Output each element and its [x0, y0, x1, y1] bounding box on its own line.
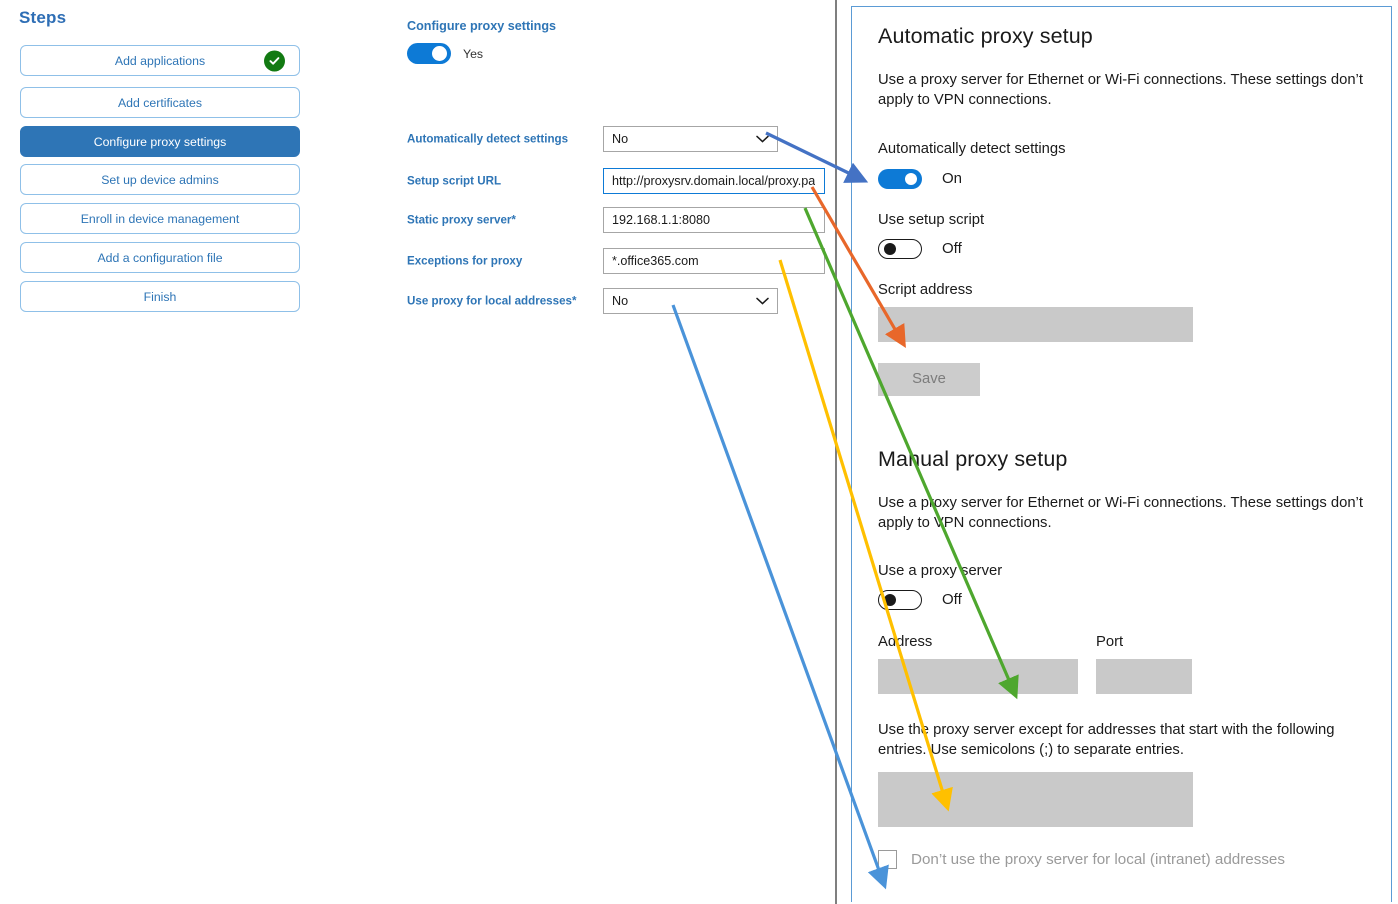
field-setup-script-url: Setup script URL http://proxysrv.domain.… [407, 168, 827, 194]
configure-proxy-toggle-row: Yes [407, 43, 483, 64]
static-proxy-server-input[interactable]: 192.168.1.1:8080 [603, 207, 825, 233]
address-input[interactable] [878, 658, 1078, 694]
script-address-input[interactable] [878, 306, 1193, 342]
chevron-down-icon [756, 297, 769, 305]
select-value: No [612, 132, 629, 146]
bypass-local-addresses-checkbox[interactable] [878, 849, 897, 869]
step-label: Configure proxy settings [93, 134, 227, 149]
use-setup-script-row: Off [878, 238, 1378, 259]
step-label: Add applications [114, 53, 206, 68]
script-address-label: Script address [878, 281, 973, 298]
automatically-detect-settings-select[interactable]: No [603, 126, 778, 152]
field-label: Exceptions for proxy [407, 254, 523, 268]
field-label: Static proxy server* [407, 213, 516, 227]
automatic-proxy-description: Use a proxy server for Ethernet or Wi-Fi… [878, 72, 1363, 108]
step-enroll-in-device-management[interactable]: Enroll in device management [20, 203, 300, 234]
proxy-settings-form: Configure proxy settings Yes Automatical… [334, 0, 834, 904]
address-port-row: Address Port [878, 634, 1378, 694]
use-setup-script-toggle[interactable] [878, 238, 922, 259]
step-set-up-device-admins[interactable]: Set up device admins [20, 164, 300, 195]
input-value: 192.168.1.1:8080 [612, 213, 711, 227]
step-finish[interactable]: Finish [20, 281, 300, 312]
use-a-proxy-server-label: Use a proxy server [878, 562, 1003, 579]
auto-detect-settings-row: On [878, 168, 1378, 189]
exceptions-for-proxy-input[interactable]: *.office365.com [603, 248, 825, 274]
windows-proxy-settings-panel: Automatic proxy setup Use a proxy server… [851, 6, 1392, 902]
field-automatically-detect-settings: Automatically detect settings No [407, 126, 827, 152]
automatic-proxy-setup-heading: Automatic proxy setup [878, 24, 1093, 48]
port-input[interactable] [1096, 658, 1192, 694]
step-label: Enroll in device management [80, 211, 240, 226]
use-a-proxy-server-toggle[interactable] [878, 589, 922, 610]
configure-proxy-toggle-label: Yes [463, 46, 484, 61]
step-add-a-configuration-file[interactable]: Add a configuration file [20, 242, 300, 273]
manual-proxy-setup-heading: Manual proxy setup [878, 446, 1068, 471]
select-value: No [612, 294, 629, 308]
panel-divider [835, 0, 837, 904]
use-a-proxy-server-row: Off [878, 589, 1378, 610]
field-label: Automatically detect settings [407, 132, 569, 146]
auto-detect-settings-toggle[interactable] [878, 168, 922, 189]
step-label: Add certificates [117, 95, 203, 110]
step-label: Finish [143, 289, 177, 304]
step-configure-proxy-settings[interactable]: Configure proxy settings [20, 126, 300, 157]
bypass-local-addresses-label: Don’t use the proxy server for local (in… [911, 850, 1285, 868]
steps-panel: Steps Add applications Add certificates … [0, 0, 334, 904]
exceptions-description: Use the proxy server except for addresse… [878, 721, 1335, 758]
use-proxy-for-local-addresses-select[interactable]: No [603, 288, 778, 314]
port-label: Port [1096, 633, 1124, 650]
use-setup-script-state: Off [942, 240, 962, 258]
setup-script-url-input[interactable]: http://proxysrv.domain.local/proxy.pa [603, 168, 825, 194]
step-add-certificates[interactable]: Add certificates [20, 87, 300, 118]
field-use-proxy-for-local-addresses: Use proxy for local addresses* No [407, 288, 827, 314]
exceptions-input[interactable] [878, 771, 1193, 827]
address-label: Address [878, 633, 933, 650]
configure-proxy-toggle[interactable] [407, 43, 451, 64]
bypass-local-addresses-row[interactable]: Don’t use the proxy server for local (in… [878, 849, 1378, 869]
input-value: http://proxysrv.domain.local/proxy.pa [612, 174, 816, 188]
step-add-applications[interactable]: Add applications [20, 45, 300, 76]
steps-title: Steps [19, 8, 67, 27]
auto-detect-settings-state: On [942, 170, 963, 188]
step-label: Add a configuration file [97, 250, 223, 265]
field-static-proxy-server: Static proxy server* 192.168.1.1:8080 [407, 207, 827, 233]
save-button[interactable]: Save [878, 362, 980, 396]
field-exceptions-for-proxy: Exceptions for proxy *.office365.com [407, 248, 827, 274]
field-label: Setup script URL [407, 174, 502, 188]
use-a-proxy-server-state: Off [942, 591, 962, 609]
form-heading: Configure proxy settings [407, 19, 557, 33]
step-label: Set up device admins [101, 172, 219, 187]
chevron-down-icon [756, 135, 769, 143]
check-circle-icon [264, 50, 285, 71]
auto-detect-settings-label: Automatically detect settings [878, 140, 1066, 157]
field-label: Use proxy for local addresses* [407, 294, 577, 308]
use-setup-script-label: Use setup script [878, 211, 985, 228]
input-value: *.office365.com [612, 254, 699, 268]
manual-proxy-description: Use a proxy server for Ethernet or Wi-Fi… [878, 494, 1363, 531]
